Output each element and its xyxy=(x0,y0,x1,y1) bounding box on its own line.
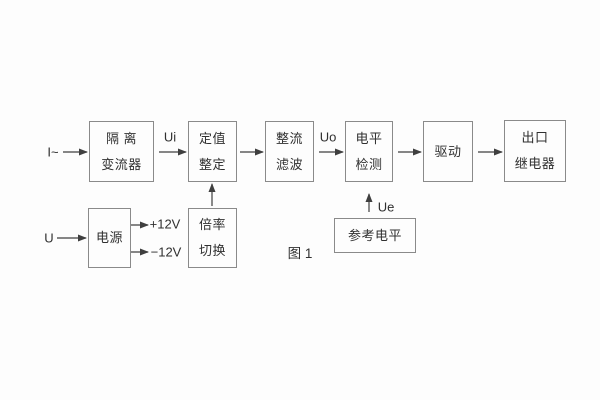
block-setting-adjustment-line1: 定值 xyxy=(198,130,226,146)
block-ratio-switch-line1: 倍率 xyxy=(198,217,226,232)
block-ratio-switch: 倍率 切换 xyxy=(188,208,237,268)
block-level-detection-line1: 电平 xyxy=(355,130,383,146)
block-isolation-transformer-line1: 隔 离 xyxy=(105,130,138,146)
block-rectify-filter: 整流 滤波 xyxy=(265,121,314,182)
block-drive-line1: 驱动 xyxy=(434,143,462,159)
block-power-supply: 电源 xyxy=(88,208,131,268)
block-rectify-filter-line1: 整流 xyxy=(275,130,303,146)
block-output-relay-line2: 继电器 xyxy=(514,156,556,171)
block-output-relay-line1: 出口 xyxy=(521,130,549,145)
block-rectify-filter-line2: 滤波 xyxy=(275,156,303,172)
block-output-relay: 出口 继电器 xyxy=(504,120,566,182)
block-power-supply-line1: 电源 xyxy=(95,230,123,245)
block-isolation-transformer: 隔 离 变流器 xyxy=(89,121,154,182)
label-input-current: I~ xyxy=(47,144,59,160)
label-rail-plus-12v: +12V xyxy=(149,216,181,232)
label-signal-ui: Ui xyxy=(163,129,177,145)
label-signal-ue: Ue xyxy=(377,199,395,215)
block-reference-level-line1: 参考电平 xyxy=(347,227,402,243)
block-isolation-transformer-line2: 变流器 xyxy=(101,156,142,172)
block-setting-adjustment: 定值 整定 xyxy=(188,121,237,182)
figure-caption: 图 1 xyxy=(287,246,313,261)
block-level-detection: 电平 检测 xyxy=(345,121,393,182)
block-setting-adjustment-line2: 整定 xyxy=(198,156,226,172)
label-input-voltage: U xyxy=(44,230,54,246)
label-signal-uo: Uo xyxy=(319,129,337,145)
label-rail-minus-12v: −12V xyxy=(150,244,182,260)
block-ratio-switch-line2: 切换 xyxy=(198,243,226,258)
block-reference-level: 参考电平 xyxy=(334,218,416,253)
block-level-detection-line2: 检测 xyxy=(355,156,383,172)
block-drive: 驱动 xyxy=(423,121,473,182)
